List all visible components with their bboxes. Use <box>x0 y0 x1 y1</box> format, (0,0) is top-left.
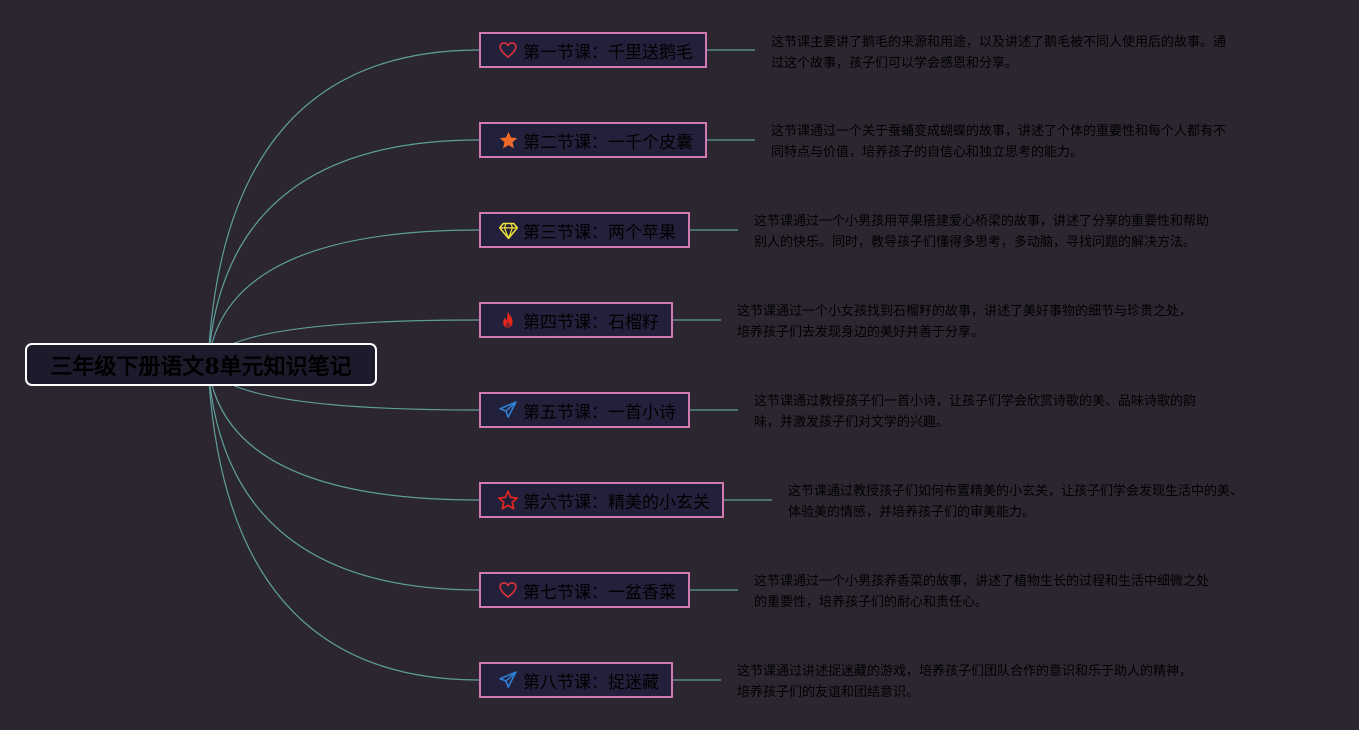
lesson-8-title: 第八节课：捉迷藏 <box>523 672 659 693</box>
lesson-8-description-line-1: 这节课通过讲述捉迷藏的游戏，培养孩子们团队合作的意识和乐于助人的精神， <box>737 664 1193 679</box>
lesson-4-description-line-2: 培养孩子们去发现身边的美好并善于分享。 <box>737 325 985 340</box>
lesson-7-description: 这节课通过一个小男孩养香菜的故事，讲述了植物生长的过程和生活中细微之处 的重要性… <box>754 571 1209 613</box>
root-topic-title: 三年级下册语文8单元知识笔记 <box>50 353 352 380</box>
lesson-6-description-line-1: 这节课通过教授孩子们如何布置精美的小玄关，让孩子们学会发现生活中的美、 <box>788 484 1244 499</box>
lesson-4-description: 这节课通过一个小女孩找到石榴籽的故事，讲述了美好事物的细节与珍贵之处， 培养孩子… <box>737 301 1192 343</box>
lesson-8-topic[interactable]: 第八节课：捉迷藏 <box>479 662 673 698</box>
lesson-3-topic[interactable]: 第三节课：两个苹果 <box>479 212 690 248</box>
lesson-6-topic[interactable]: 第六节课：精美的小玄关 <box>479 482 724 518</box>
lesson-3-title: 第三节课：两个苹果 <box>523 222 676 243</box>
lesson-4-description-line-1: 这节课通过一个小女孩找到石榴籽的故事，讲述了美好事物的细节与珍贵之处， <box>737 304 1193 319</box>
lesson-7-topic[interactable]: 第七节课：一盆香菜 <box>479 572 690 608</box>
heart-icon <box>497 39 519 61</box>
lesson-1-topic[interactable]: 第一节课：千里送鹅毛 <box>479 32 707 68</box>
diamond-icon <box>497 219 519 241</box>
lesson-2-topic[interactable]: 第二节课：一千个皮囊 <box>479 122 707 158</box>
lesson-5-topic[interactable]: 第五节课：一首小诗 <box>479 392 690 428</box>
lesson-6-description-line-2: 体验美的情感，并培养孩子们的审美能力。 <box>788 505 1036 520</box>
connector-root-to-lesson-8 <box>207 363 480 681</box>
paper-plane-icon <box>497 399 519 421</box>
connector-root-to-lesson-3 <box>207 229 480 365</box>
connector-root-to-lesson-6 <box>207 363 480 501</box>
paper-plane-icon <box>497 669 519 691</box>
lesson-6-description: 这节课通过教授孩子们如何布置精美的小玄关，让孩子们学会发现生活中的美、 体验美的… <box>788 481 1243 523</box>
lesson-5-description-line-1: 这节课通过教授孩子们一首小诗，让孩子们学会欣赏诗歌的美、品味诗歌的韵 <box>754 394 1197 409</box>
lesson-5-description: 这节课通过教授孩子们一首小诗，让孩子们学会欣赏诗歌的美、品味诗歌的韵 味，并激发… <box>754 391 1196 433</box>
lesson-7-description-line-1: 这节课通过一个小男孩养香菜的故事，讲述了植物生长的过程和生活中细微之处 <box>754 574 1210 589</box>
lesson-1-description: 这节课主要讲了鹅毛的来源和用途，以及讲述了鹅毛被不同人使用后的故事。通 过这个故… <box>771 32 1226 74</box>
star-filled-icon <box>497 129 519 151</box>
lesson-1-description-line-2: 过这个故事，孩子们可以学会感恩和分享。 <box>771 56 1019 71</box>
lesson-7-title: 第七节课：一盆香菜 <box>523 582 676 603</box>
lesson-8-description-line-2: 培养孩子们的友谊和团结意识。 <box>737 685 920 700</box>
heart-icon <box>497 579 519 601</box>
lesson-5-title: 第五节课：一首小诗 <box>523 402 676 423</box>
lesson-3-description-line-2: 别人的快乐。同时，教导孩子们懂得多思考，多动脑，寻找问题的解决方法。 <box>754 235 1197 250</box>
lesson-2-description-line-1: 这节课通过一个关于蚕蛹变成蝴蝶的故事，讲述了个体的重要性和每个人都有不 <box>771 124 1227 139</box>
connector-root-to-lesson-2 <box>207 139 480 365</box>
star-outline-icon <box>497 489 519 511</box>
lesson-2-title: 第二节课：一千个皮囊 <box>523 132 693 153</box>
lesson-7-description-line-2: 的重要性，培养孩子们的耐心和责任心。 <box>754 595 989 610</box>
lesson-1-title: 第一节课：千里送鹅毛 <box>523 42 693 63</box>
lesson-2-description-line-2: 同特点与价值，培养孩子的自信心和独立思考的能力。 <box>771 145 1084 160</box>
lesson-1-description-line-1: 这节课主要讲了鹅毛的来源和用途，以及讲述了鹅毛被不同人使用后的故事。通 <box>771 35 1227 50</box>
root-topic[interactable]: 三年级下册语文8单元知识笔记 <box>25 343 377 386</box>
lesson-4-topic[interactable]: 第四节课：石榴籽 <box>479 302 673 338</box>
lesson-5-description-line-2: 味，并激发孩子们对文学的兴趣。 <box>754 415 950 430</box>
lesson-6-title: 第六节课：精美的小玄关 <box>523 492 710 513</box>
lesson-3-description: 这节课通过一个小男孩用苹果搭建爱心桥梁的故事，讲述了分享的重要性和帮助 别人的快… <box>754 211 1209 253</box>
lesson-3-description-line-1: 这节课通过一个小男孩用苹果搭建爱心桥梁的故事，讲述了分享的重要性和帮助 <box>754 214 1210 229</box>
connector-root-to-lesson-7 <box>207 363 480 591</box>
fire-icon <box>497 309 519 331</box>
connector-root-to-lesson-1 <box>207 49 480 365</box>
lesson-8-description: 这节课通过讲述捉迷藏的游戏，培养孩子们团队合作的意识和乐于助人的精神， 培养孩子… <box>737 661 1192 703</box>
lesson-4-title: 第四节课：石榴籽 <box>523 312 659 333</box>
lesson-2-description: 这节课通过一个关于蚕蛹变成蝴蝶的故事，讲述了个体的重要性和每个人都有不 同特点与… <box>771 121 1226 163</box>
